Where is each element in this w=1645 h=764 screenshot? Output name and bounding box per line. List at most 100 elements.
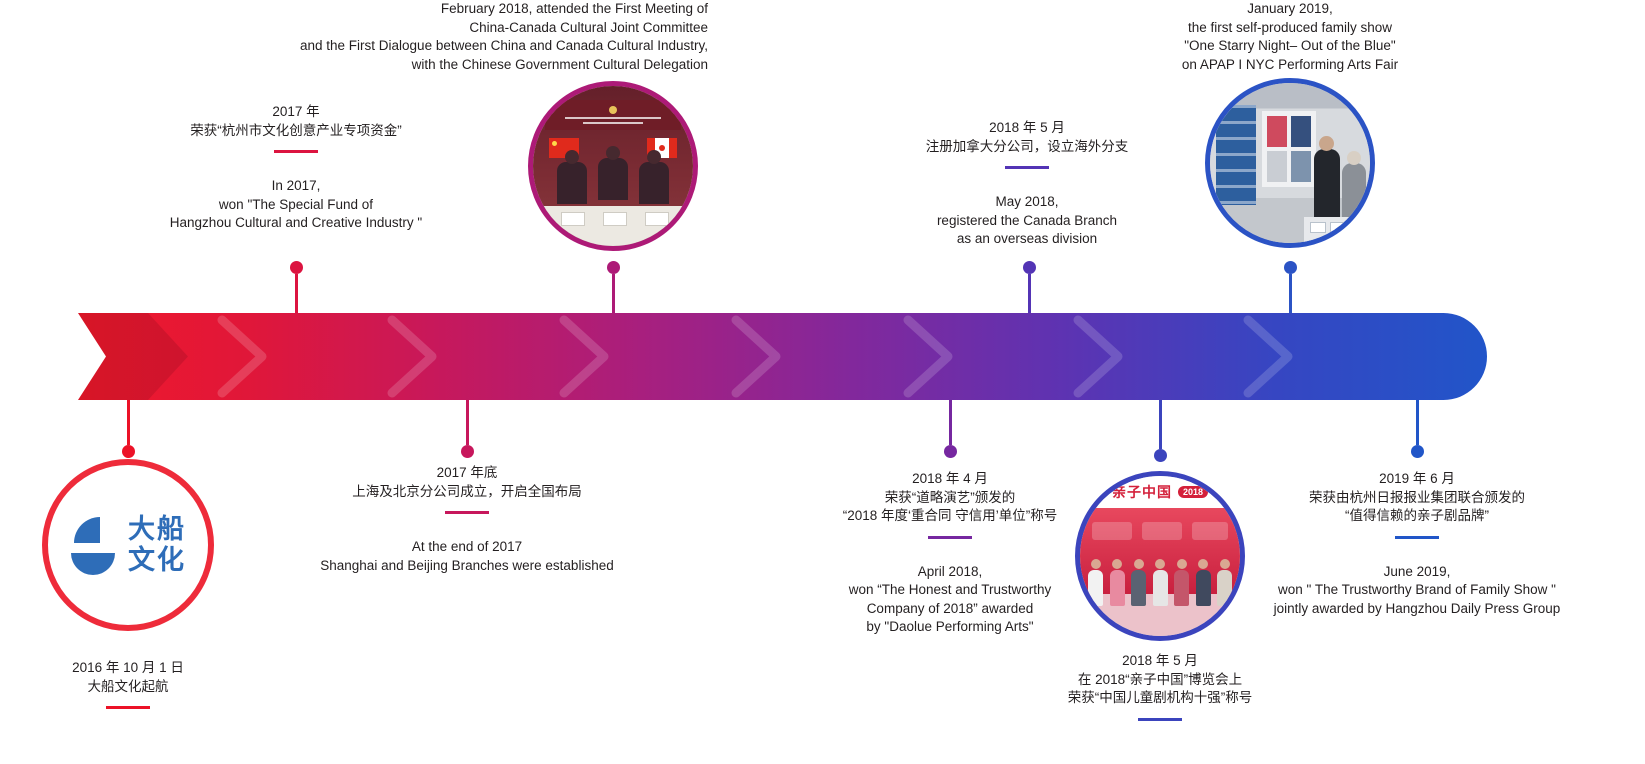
banner-text-line (583, 122, 643, 124)
event-divider (928, 535, 972, 539)
person-head (1198, 559, 1208, 569)
meeting-banner (545, 100, 681, 130)
timeline-dot (460, 445, 474, 458)
logo-name-line2: 文化 (128, 545, 186, 575)
person-silhouette (598, 146, 628, 200)
document-paper (645, 212, 669, 226)
person-head (606, 146, 620, 160)
event-divider (1138, 717, 1182, 721)
connector-stem (126, 400, 130, 445)
person-head (1219, 559, 1230, 569)
person-head (1133, 559, 1144, 569)
person-head (1319, 136, 1334, 151)
connector-stem (611, 274, 615, 313)
event-2018-may-branch: 2018 年 5 月注册加拿大分公司，设立海外分支 May 2018,regis… (857, 119, 1197, 249)
backdrop-text-ghost (1142, 522, 1182, 540)
flag-leaf (659, 145, 665, 151)
booth-table (1304, 217, 1370, 243)
event-divider (1005, 166, 1049, 169)
person-head (565, 150, 579, 164)
logo-wordmark: 大船 文化 (128, 514, 186, 576)
document-paper (603, 212, 627, 226)
connector-stem (948, 400, 952, 445)
photo-parent-child-expo: 亲子中国 2018 (1075, 471, 1245, 641)
connector-2017-special-fund (289, 261, 303, 313)
banner-text-line (565, 117, 661, 119)
event-2017-branches: 2017 年底上海及北京分公司成立，开启全国布局 At the end of 2… (277, 464, 657, 575)
boat-sail-icon (71, 517, 115, 575)
event-text-zh: 2017 年荣获“杭州市文化创意产业专项资金” (190, 104, 402, 138)
person-silhouette (557, 150, 587, 204)
person-silhouette (1109, 559, 1125, 606)
connector-stem (1415, 400, 1419, 445)
expo-year-badge: 2018 (1177, 486, 1209, 498)
mini-poster (1267, 116, 1287, 147)
event-2018-may-expo: 2018 年 5 月在 2018“亲子中国”博览会上荣获“中国儿童剧机构十强”称… (990, 652, 1330, 721)
event-text-zh: 2018 年 5 月注册加拿大分公司，设立海外分支 (925, 120, 1129, 154)
backdrop-text-ghost (1092, 522, 1132, 540)
event-divider (106, 706, 150, 709)
mini-poster (1291, 151, 1311, 182)
event-text-en: April 2018,won “The Honest and Trustwort… (848, 563, 1052, 635)
person-silhouette (1314, 136, 1340, 229)
event-text-zh: 2018 年 5 月在 2018“亲子中国”博览会上荣获“中国儿童剧机构十强”称… (1067, 653, 1253, 705)
timeline-dot (289, 261, 303, 274)
person-head (1347, 151, 1361, 165)
person-silhouette (639, 150, 669, 204)
person-silhouette (1217, 559, 1232, 606)
event-2016-founding: 2016 年 10 月 1 日大船文化起航 (8, 659, 248, 709)
mini-poster (1291, 116, 1311, 147)
event-2018-feb-meeting: February 2018, attended the First Meetin… (238, 0, 708, 74)
expo-title: 亲子中国 (1111, 484, 1172, 500)
timeline-dot (1410, 445, 1424, 458)
banner-emblem (609, 106, 617, 114)
connector-stem (1158, 400, 1162, 449)
connector-stem (465, 400, 469, 445)
booklet (1330, 222, 1346, 233)
timeline-dot (1283, 261, 1297, 274)
event-text-zh: 2016 年 10 月 1 日大船文化起航 (72, 660, 184, 694)
expo-logo-band: 亲子中国 2018 (1080, 476, 1240, 508)
person-silhouette (1195, 559, 1211, 606)
event-text-zh: 2018 年 4 月荣获“道略演艺”颁发的“2018 年度‘重合同 守信用’单位… (842, 471, 1058, 523)
mini-poster (1267, 151, 1287, 182)
person-head (1155, 559, 1165, 569)
event-text-zh: 2019 年 6 月荣获由杭州日报报业集团联合颁发的“值得信赖的亲子剧品牌” (1309, 471, 1525, 523)
connector-2018-may-expo (1153, 400, 1167, 462)
booth-display-board (1262, 111, 1316, 187)
timeline-dot (606, 261, 620, 274)
document-paper (561, 212, 585, 226)
connector-2019-jan-apap (1283, 261, 1297, 313)
photo-china-canada-meeting (528, 81, 698, 251)
connector-2017-branches (460, 400, 474, 458)
person-head (1090, 559, 1101, 569)
event-2019-jun-brand: 2019 年 6 月荣获由杭州日报报业集团联合颁发的“值得信赖的亲子剧品牌” J… (1207, 470, 1627, 618)
timeline-dot (1022, 261, 1036, 274)
timeline-dot (943, 445, 957, 458)
person-head (647, 150, 661, 164)
connector-2018-may-branch (1022, 261, 1036, 313)
dachuan-culture-logo: 大船 文化 (42, 459, 214, 631)
timeline-dot (121, 445, 135, 458)
timeline-chevrons (217, 315, 1293, 398)
person-silhouette (1131, 559, 1146, 606)
person-head (1112, 559, 1122, 569)
meeting-table (533, 206, 693, 246)
event-2019-jan-apap: January 2019,the first self-produced fam… (1110, 0, 1470, 74)
expo-group-people (1088, 558, 1232, 606)
booth-poster (1216, 105, 1256, 205)
connector-2019-jun-brand (1410, 400, 1424, 458)
connector-2016-founding (121, 400, 135, 458)
event-text-en: June 2019,won " The Trustworthy Brand of… (1273, 563, 1561, 616)
photo-apap-nyc-fair (1205, 78, 1375, 248)
connector-stem (1027, 274, 1031, 313)
timeline-band (78, 313, 1487, 400)
event-text-zh: 2017 年底上海及北京分公司成立，开启全国布局 (352, 465, 582, 499)
timeline-dot (1153, 449, 1167, 462)
event-divider (445, 511, 489, 514)
timeline-band-tail (78, 313, 188, 400)
logo-name-line1: 大船 (128, 514, 186, 544)
